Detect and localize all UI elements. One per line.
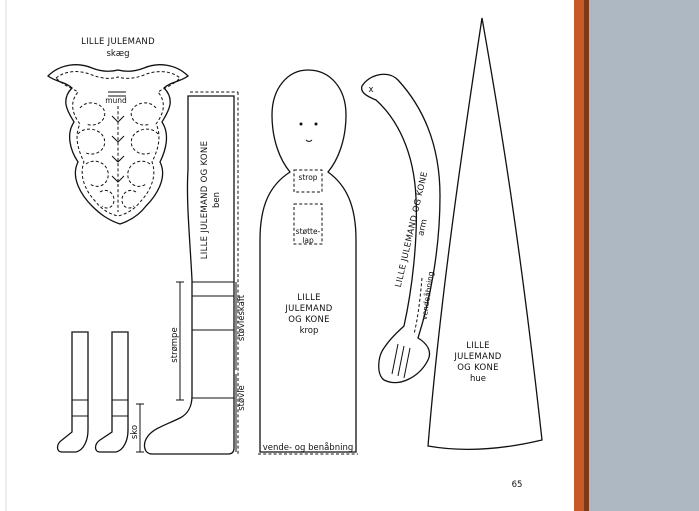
beard-title: LILLE JULEMAND [81, 37, 155, 47]
beard-curl [99, 189, 115, 209]
beard-curl [79, 102, 106, 126]
mouth-label: mund [105, 96, 127, 105]
boot-label: støvle [237, 385, 247, 411]
arm-subtitle: arm [416, 218, 430, 237]
body-outline [259, 69, 357, 453]
support-label: støtte- [296, 227, 321, 236]
leg-piece: LILLE JULEMAND OG KONE ben strømpe støvl… [143, 91, 247, 455]
boot-shaft-label: støvleskaft [237, 294, 247, 341]
hat-title-2: JULEMAND [453, 352, 501, 362]
beard-seam [55, 71, 181, 217]
hat-piece: LILLE JULEMAND OG KONE hue [427, 17, 543, 451]
beard-curl [121, 189, 137, 209]
page-number: 65 [512, 480, 523, 490]
small-legs [56, 331, 129, 453]
strap-label: strop [298, 173, 317, 182]
background-right [589, 0, 699, 511]
arm-outline [360, 73, 441, 384]
leg-outline [143, 95, 235, 455]
hat-title-4: hue [470, 374, 486, 384]
body-title-4: krop [300, 326, 319, 336]
hat-title-1: LILLE [466, 341, 490, 351]
body-title-1: LILLE [297, 293, 321, 303]
hand-lines [391, 343, 411, 379]
body-opening-label: vende- og benåbning [263, 442, 354, 453]
beard-curl [130, 102, 157, 126]
eye-icon [299, 122, 303, 126]
support-label-2: lap [302, 236, 314, 245]
strap-box [293, 169, 323, 193]
shoe-measure: sko [130, 403, 144, 453]
leg-subtitle: ben [212, 192, 222, 208]
body-piece: strop støtte- lap LILLE JULEMAND OG KONE… [258, 69, 358, 455]
body-title-2: JULEMAND [284, 304, 332, 314]
nose-icon [305, 139, 313, 142]
beard-subtitle: skæg [106, 49, 129, 59]
beard-piece: LILLE JULEMAND skæg mund [47, 37, 189, 225]
shoe-label: sko [130, 425, 140, 439]
hat-title-3: OG KONE [457, 363, 499, 373]
beard-curl [130, 128, 159, 155]
hat-outline [427, 17, 543, 451]
small-leg-right [94, 331, 129, 453]
arm-mark: x [368, 85, 373, 95]
book-spine-shadow [584, 0, 589, 511]
book-spine-edge [574, 0, 584, 511]
eye-icon [314, 122, 318, 126]
beard-curl [127, 160, 151, 187]
leg-title: LILLE JULEMAND OG KONE [200, 141, 210, 259]
arm-opening-seam [413, 277, 423, 335]
support-box [293, 203, 323, 245]
beard-curl [85, 160, 109, 187]
beard-chevrons [111, 115, 125, 183]
body-title-3: OG KONE [288, 315, 330, 325]
beard-curl [77, 128, 106, 155]
small-leg-left [56, 331, 89, 453]
stocking-label: strømpe [170, 327, 180, 362]
